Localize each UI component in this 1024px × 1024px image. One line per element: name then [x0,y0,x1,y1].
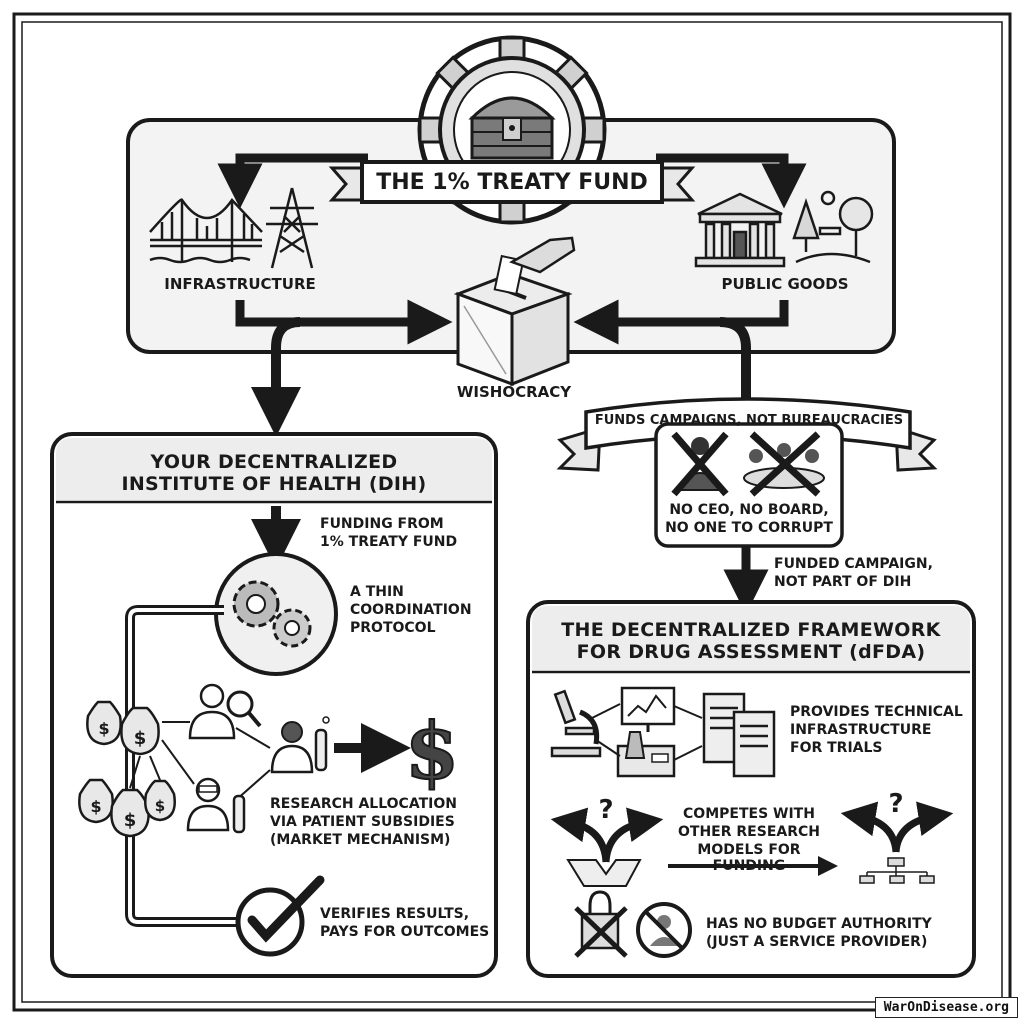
dih-verifies-line-1: VERIFIES RESULTS, [320,906,470,922]
dfda-competes-line-2: OTHER RESEARCH [678,824,820,840]
dfda-no-budget-line-2: (JUST A SERVICE PROVIDER) [706,934,928,950]
funded-campaign-line-2: NOT PART OF DIH [774,574,912,590]
public-building-icon [694,192,786,268]
question-split-arrows-right-icon: ? [840,789,954,884]
power-pylon-icon [266,187,318,269]
public-goods-label: PUBLIC GOODS [721,275,849,293]
no-ceo-line-2: NO ONE TO CORRUPT [665,520,833,536]
campaign-banner-text: FUNDS CAMPAIGNS, NOT BUREAUCRACIES [594,413,904,428]
lab-device-icon [616,731,676,778]
checkmark-icon [235,875,325,957]
arrow-fund-to-public-goods [656,153,807,209]
dfda-title-line-2: FOR DRUG ASSESSMENT (dFDA) [576,641,926,663]
fund-title-banner [328,160,696,204]
arrow-wishocracy-to-campaigns [719,317,751,402]
money-bags-icon: $ $ $ $ $ [78,700,176,838]
bridge-icon [149,198,263,264]
inner-border [21,21,1003,1003]
dfda-title-line-1: THE DECENTRALIZED FRAMEWORK [561,619,941,641]
allocation-links [129,721,271,801]
dih-protocol-line-1: A THIN [350,584,404,600]
dih-panel [50,432,498,978]
svg-text:$: $ [98,719,109,738]
lab-links [591,703,703,761]
arrow-fund-to-infrastructure [217,153,368,209]
dfda-competes-line-1: COMPETES WITH [683,806,815,822]
crossed-board-icon [743,431,825,497]
coordination-gear-icon [214,552,338,676]
park-icon [792,190,874,264]
crossed-lock-icon [574,890,628,958]
dih-title-line-1: YOUR DECENTRALIZED [150,451,398,473]
question-split-arrows-left-icon: ? [550,795,664,887]
doctor-icon [186,777,246,834]
svg-text:?: ? [888,789,903,819]
dollar-icon: $ [405,706,459,797]
researcher-magnifier-icon [188,683,262,740]
crossed-ceo-icon [671,431,729,497]
funded-campaign-line-1: FUNDED CAMPAIGN, [774,556,933,572]
ballot-box-icon [453,236,576,387]
dfda-provides-line-3: FOR TRIALS [790,740,883,756]
dih-title-line-2: INSTITUTE OF HEALTH (DIH) [121,473,427,495]
dfda-no-budget-line-1: HAS NO BUDGET AUTHORITY [706,916,932,932]
wishocracy-label: WISHOCRACY [456,383,572,401]
dih-allocation-line-2: VIA PATIENT SUBSIDIES [270,814,455,830]
server-rack-icon [702,692,776,778]
dfda-provides-line-1: PROVIDES TECHNICAL [790,704,963,720]
dih-funding-line-1: FUNDING FROM [320,516,444,532]
crossed-authority-icon [636,902,692,958]
watermark: WarOnDisease.org [874,997,1018,1018]
svg-text:$: $ [155,797,165,815]
dih-protocol-line-2: COORDINATION [350,602,472,618]
svg-text:$: $ [134,728,147,749]
no-ceo-line-1: NO CEO, NO BOARD, [669,502,829,518]
arrow-wishocracy-to-dih [251,317,301,437]
dih-verifies-line-2: PAYS FOR OUTCOMES [320,924,490,940]
arrow-infrastructure-to-wishocracy [235,299,453,345]
svg-text:$: $ [90,797,101,816]
dih-protocol-line-3: PROTOCOL [350,620,436,636]
outer-border [12,12,1012,1012]
svg-text:?: ? [598,795,613,825]
fund-title: THE 1% TREATY FUND [376,170,648,195]
dfda-provides-line-2: INFRASTRUCTURE [790,722,932,738]
svg-text:$: $ [124,810,137,831]
dih-allocation-line-1: RESEARCH ALLOCATION [270,796,457,812]
researcher-testtube-icon [270,716,330,774]
dih-funding-line-2: 1% TREATY FUND [320,534,458,550]
dfda-header [532,606,970,670]
dfda-competes-line-3: MODELS FOR FUNDING [697,842,801,875]
dih-allocation-line-3: (MARKET MECHANISM) [270,832,451,848]
arrow-public-goods-to-wishocracy [573,299,789,345]
infrastructure-label: INFRASTRUCTURE [164,275,316,293]
dih-header [56,438,492,500]
